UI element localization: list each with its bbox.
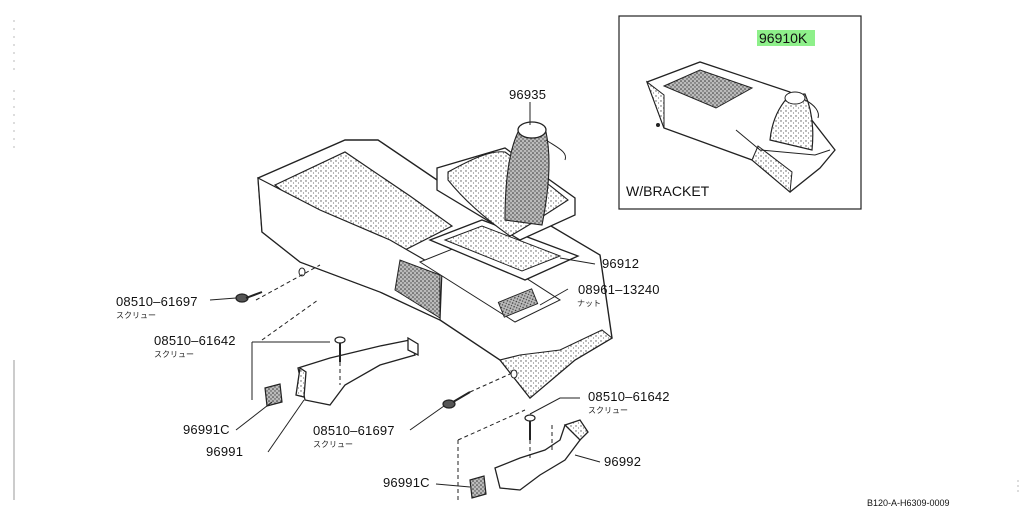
bezel-96912: [428, 219, 580, 281]
callout-96991c-bottom: 96991C: [383, 475, 430, 490]
clip-96991c-left: [264, 383, 283, 407]
callout-08510-61697-left-sub: スクリュー: [116, 311, 156, 320]
callout-08510-61697-left: 08510–61697: [116, 294, 198, 309]
footer-code: B120-A-H6309-0009: [867, 498, 950, 508]
inset-box: [618, 15, 862, 210]
screw-08510-61697-mid: [442, 391, 471, 409]
callout-96992: 96992: [604, 454, 642, 469]
callout-08510-61642-right-sub: スクリュー: [588, 406, 628, 415]
callout-96935: 96935: [509, 87, 547, 102]
callout-08510-61642-right: 08510–61642: [588, 389, 670, 404]
screw-08510-61642-right: [524, 414, 536, 440]
leader-lines: [209, 102, 601, 500]
callout-08961-13240-sub: ナット: [577, 299, 601, 308]
center-console: [257, 139, 613, 400]
callout-08510-61642-left: 08510–61642: [154, 333, 236, 348]
callout-96991: 96991: [206, 444, 244, 459]
callout-96912: 96912: [602, 256, 640, 271]
screw-08510-61697-left: [235, 291, 263, 303]
callout-96991c-left: 96991C: [183, 422, 230, 437]
highlight-96910k: 96910K: [757, 30, 816, 46]
bracket-96991: [295, 336, 419, 406]
callout-08510-61697-mid: 08510–61697: [313, 423, 395, 438]
shift-boot-96935: [436, 121, 576, 241]
callout-08510-61697-mid-sub: スクリュー: [313, 440, 353, 449]
callout-08961-13240: 08961–13240: [578, 282, 660, 297]
inset-caption: W/BRACKET: [626, 183, 710, 199]
bracket-96992: [494, 419, 589, 491]
screw-08510-61642-top: [334, 336, 346, 362]
margin-marks: [13, 20, 1019, 500]
callout-08510-61642-left-sub: スクリュー: [154, 350, 194, 359]
clip-96991c-bottom: [469, 475, 487, 499]
inset-part-number: 96910K: [757, 30, 816, 46]
